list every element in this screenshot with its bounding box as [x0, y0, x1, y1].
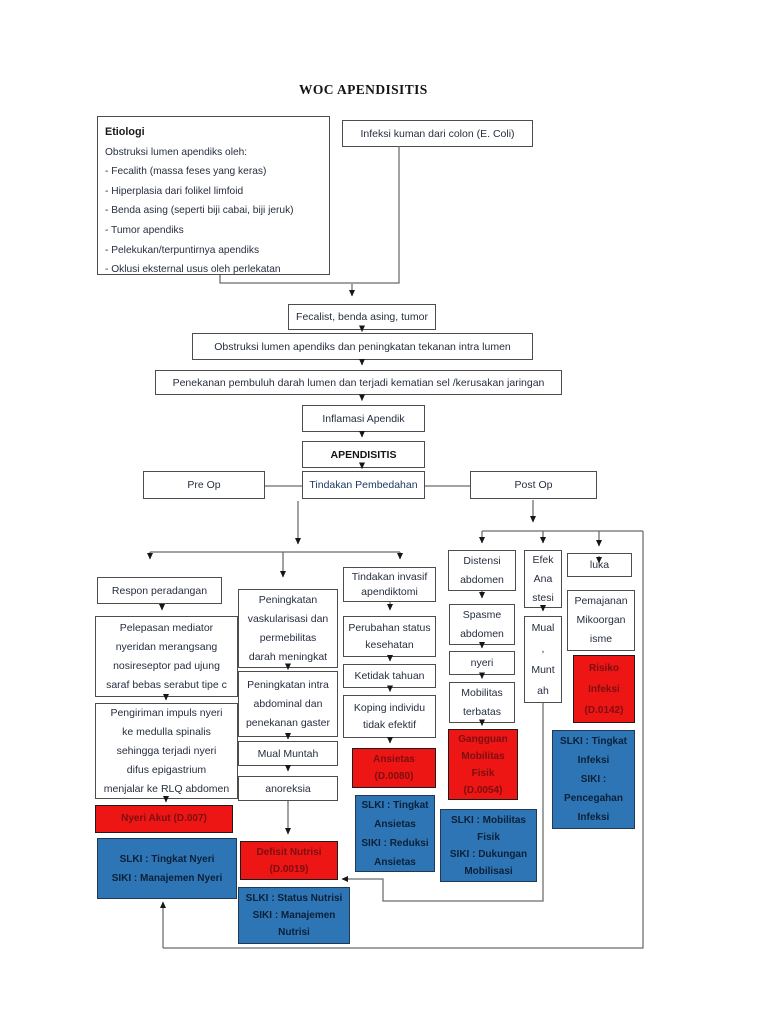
pengiriman-impuls-box: Pengiriman impuls nyeri ke medulla spina…: [95, 703, 238, 799]
mobilitas-terbatas-box: Mobilitas terbatas: [449, 682, 515, 723]
distensi-abdomen-box: Distensi abdomen: [448, 550, 516, 591]
koping-individu-box: Koping individu tidak efektif: [343, 695, 436, 738]
slki-reduksi-ansietas-box: SLKI : Tingkat Ansietas SIKI : Reduksi A…: [355, 795, 435, 872]
inflamasi-apendik-box: Inflamasi Apendik: [302, 405, 425, 432]
post-op-box: Post Op: [470, 471, 597, 499]
ketidak-tahuan-box: Ketidak tahuan: [343, 664, 436, 688]
page-title: WOC APENDISITIS: [299, 82, 428, 97]
luka-box: luka: [567, 553, 632, 577]
peningkatan-intra-abdominal-box: Peningkatan intra abdominal dan penekana…: [238, 671, 338, 737]
mual-muntah-postop-box: Mual , Munt ah: [524, 616, 562, 703]
pelepasan-mediator-box: Pelepasan mediator nyeridan merangsang n…: [95, 616, 238, 697]
pemajanan-mikroorganisme-box: Pemajanan Mikoorgan isme: [567, 590, 635, 651]
anoreksia-box: anoreksia: [238, 776, 338, 801]
obstruksi-lumen-box: Obstruksi lumen apendiks dan peningkatan…: [192, 333, 533, 360]
pre-op-box: Pre Op: [143, 471, 265, 499]
nyeri-akut-diagnosis-box: Nyeri Akut (D.007): [95, 805, 233, 833]
spasme-abdomen-box: Spasme abdomen: [449, 604, 515, 645]
mual-muntah-box: Mual Muntah: [238, 741, 338, 766]
tindakan-invasif-box: Tindakan invasif apendiktomi: [343, 567, 436, 602]
defisit-nutrisi-diagnosis-box: Defisit Nutrisi (D.0019): [240, 841, 338, 880]
slki-manajemen-nyeri-box: SLKI : Tingkat Nyeri SIKI : Manajemen Ny…: [97, 838, 237, 899]
respon-peradangan-box: Respon peradangan: [97, 577, 222, 604]
efek-anastesi-box: Efek Ana stesi: [524, 550, 562, 608]
perubahan-status-box: Perubahan status kesehatan: [343, 616, 436, 657]
nyeri-box: nyeri: [449, 651, 515, 675]
infeksi-kuman-box: Infeksi kuman dari colon (E. Coli): [342, 120, 533, 147]
fecalist-box: Fecalist, benda asing, tumor: [288, 304, 436, 330]
penekanan-pembuluh-box: Penekanan pembuluh darah lumen dan terja…: [155, 370, 562, 395]
apendisitis-box: APENDISITIS: [302, 441, 425, 468]
gangguan-mobilitas-diagnosis-box: Gangguan Mobilitas Fisik (D.0054): [448, 729, 518, 800]
risiko-infeksi-diagnosis-box: Risiko Infeksi (D.0142): [573, 655, 635, 723]
etiologi-list: Obstruksi lumen apendiks oleh: - Fecalit…: [105, 146, 294, 276]
ansietas-diagnosis-box: Ansietas (D.0080): [352, 748, 436, 788]
slki-dukungan-mobilisasi-box: SLKI : Mobilitas Fisik SIKI : Dukungan M…: [440, 809, 537, 882]
tindakan-pembedahan-box: Tindakan Pembedahan: [302, 471, 425, 499]
slki-pencegahan-infeksi-box: SLKI : Tingkat Infeksi SIKI : Pencegahan…: [552, 730, 635, 829]
slki-manajemen-nutrisi-box: SLKI : Status Nutrisi SIKI : Manajemen N…: [238, 887, 350, 944]
etiologi-heading: Etiologi: [105, 126, 145, 138]
peningkatan-vaskularisasi-box: Peningkatan vaskularisasi dan permebilit…: [238, 589, 338, 668]
etiologi-box: Etiologi Obstruksi lumen apendiks oleh: …: [97, 116, 330, 275]
